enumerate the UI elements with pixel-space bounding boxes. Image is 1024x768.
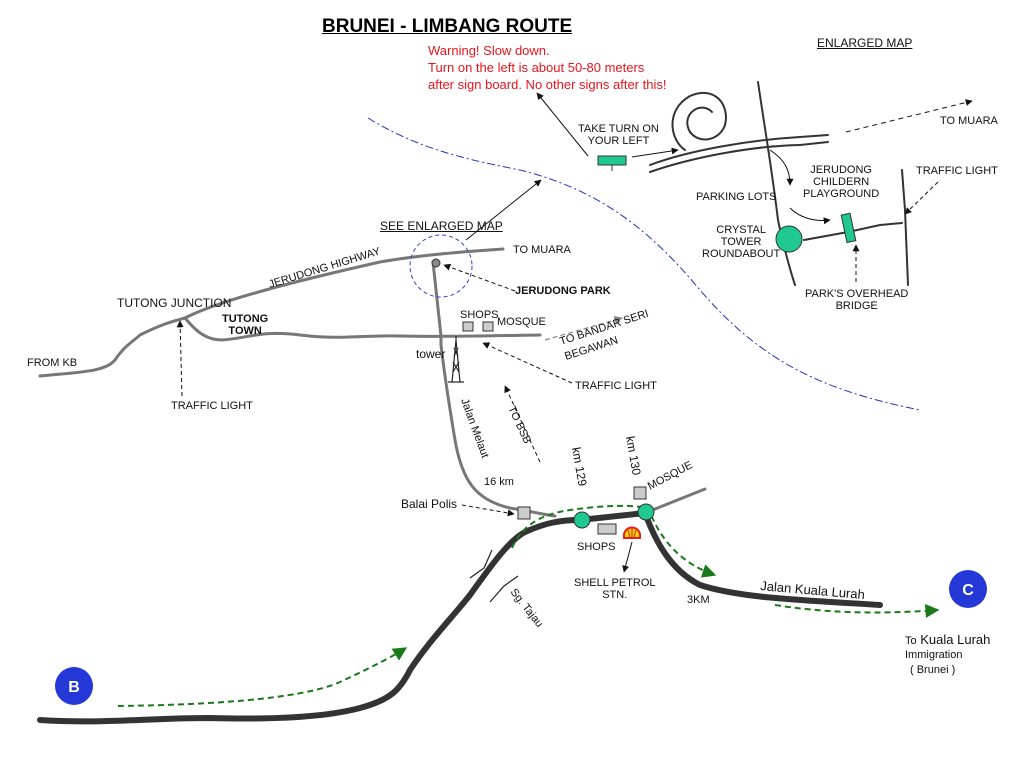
- enlarged-map-heading: ENLARGED MAP: [817, 36, 913, 50]
- km129-label: km 129: [569, 446, 590, 488]
- crystal-line: CRYSTAL: [716, 224, 766, 236]
- jalan-melaut-label: Jalan Melaut: [458, 397, 491, 460]
- playground-line: JERUDONG: [810, 164, 872, 176]
- playground-line: PLAYGROUND: [803, 188, 880, 200]
- warning-line: after sign board. No other signs after t…: [428, 77, 667, 92]
- tutong-town-label: TUTONG TOWN: [222, 313, 268, 337]
- crystal-line: ROUNDABOUT: [702, 248, 781, 260]
- warning-note: Warning! Slow down. Turn on the left is …: [428, 42, 666, 93]
- marker-b-label: B: [68, 679, 80, 696]
- take-turn-line: YOUR LEFT: [587, 135, 650, 147]
- tutong-junction-label: TUTONG JUNCTION: [117, 296, 232, 310]
- shell-logo-icon: [622, 526, 642, 539]
- page-title: BRUNEI - LIMBANG ROUTE: [322, 16, 573, 37]
- to-muara-enlarged-label: TO MUARA: [940, 115, 998, 127]
- from-kb-label: FROM KB: [27, 357, 78, 369]
- border-line: [367, 117, 921, 411]
- warning-line: Turn on the left is about 50-80 meters: [428, 60, 645, 75]
- marker-c: [949, 570, 987, 608]
- tower-icon: [448, 336, 464, 383]
- mosque-bottom-label: MOSQUE: [646, 459, 695, 493]
- balai-polis-building: [517, 506, 531, 520]
- immigration-label: Immigration: [905, 649, 963, 661]
- parking-lots-label: PARKING LOTS: [696, 191, 777, 203]
- km129-roundabout: [573, 511, 591, 529]
- river-bridge: [469, 549, 519, 603]
- crystal-tower-label: CRYSTAL TOWER ROUNDABOUT: [702, 224, 780, 260]
- km130-label: km 130: [623, 435, 644, 477]
- crystal-line: TOWER: [720, 236, 762, 248]
- to-muara-label: TO MUARA: [513, 244, 571, 256]
- km3-label: 3KM: [687, 594, 710, 606]
- sg-tajau-label: Sg. Tajau: [508, 586, 546, 629]
- to-kuala-lurah-label: To Kuala Lurah: [905, 632, 990, 647]
- bridge-line: BRIDGE: [835, 300, 878, 312]
- to-prefix: To: [905, 635, 917, 647]
- shop-building: [462, 321, 474, 332]
- to-bsb-vertical-label: TO BSB: [505, 404, 533, 445]
- playground-label: JERUDONG CHILDERN PLAYGROUND: [803, 164, 879, 200]
- shops-top-label: SHOPS: [460, 309, 499, 321]
- tower-label: tower: [416, 347, 446, 361]
- shell-line: STN.: [602, 589, 628, 601]
- mosque-building: [482, 321, 494, 332]
- marker-b: [55, 667, 93, 705]
- immigration-brunei-label: ( Brunei ): [910, 664, 956, 676]
- playground-line: CHILDERN: [812, 176, 870, 188]
- marker-c-label: C: [962, 582, 974, 599]
- traffic-light-left-label: TRAFFIC LIGHT: [171, 400, 253, 412]
- upper-roads: [38, 247, 557, 518]
- tutong-line: TUTONG: [222, 313, 269, 325]
- shell-station-label: SHELL PETROL STN.: [574, 577, 656, 601]
- jerudong-highway-label: JERUDONG HIGHWAY: [267, 245, 382, 291]
- shops-bottom-label: SHOPS: [577, 541, 616, 553]
- bridge-line: PARK'S OVERHEAD: [805, 288, 909, 300]
- turn-sign: [597, 155, 627, 166]
- balai-polis-label: Balai Polis: [401, 497, 458, 511]
- main-route-road: [37, 510, 883, 725]
- mosque-bottom-building: [633, 486, 647, 500]
- tutong-line: TOWN: [228, 325, 262, 337]
- kuala-lurah-name: Kuala Lurah: [920, 632, 991, 647]
- overhead-bridge-label: PARK'S OVERHEAD BRIDGE: [805, 288, 908, 312]
- overhead-bridge: [840, 212, 857, 244]
- traffic-light-right-label: TRAFFIC LIGHT: [575, 380, 657, 392]
- see-enlarged-label: SEE ENLARGED MAP: [380, 219, 503, 233]
- warning-line: Warning! Slow down.: [428, 43, 550, 58]
- jerudong-park-dot: [431, 258, 441, 268]
- jerudong-park-label: JERUDONG PARK: [515, 285, 611, 297]
- route-direction: [117, 504, 940, 707]
- take-turn-label: TAKE TURN ON YOUR LEFT: [578, 123, 659, 147]
- km16-label: 16 km: [484, 476, 514, 488]
- shell-line: SHELL PETROL: [574, 577, 656, 589]
- shops-bottom-building: [597, 523, 617, 535]
- km130-roundabout: [637, 503, 655, 521]
- crystal-tower-roundabout: [775, 225, 803, 253]
- traffic-light-enlarged-label: TRAFFIC LIGHT: [916, 165, 998, 177]
- mosque-top-label: MOSQUE: [497, 316, 546, 328]
- enlarged-area-circle: [409, 234, 473, 298]
- take-turn-line: TAKE TURN ON: [578, 123, 659, 135]
